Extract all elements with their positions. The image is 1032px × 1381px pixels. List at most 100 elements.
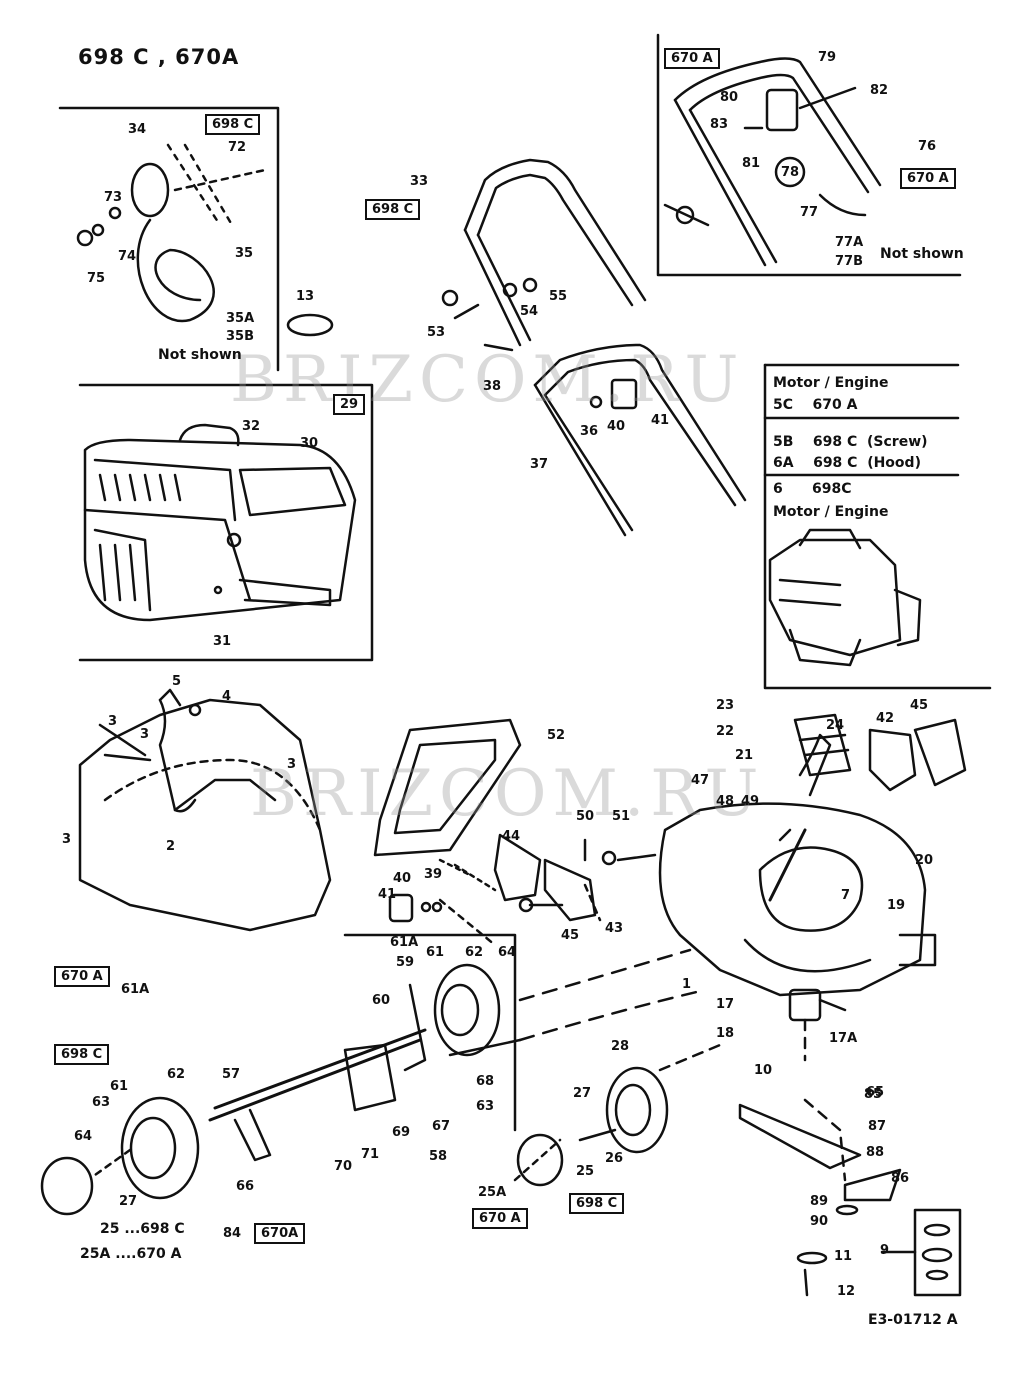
watermark: BRIZCOM.RU — [250, 757, 765, 831]
engine-table-row: 5C 670 A — [773, 397, 858, 413]
part-callout: 54 — [520, 304, 539, 319]
part-callout: 57 — [222, 1067, 241, 1082]
part-callout: 40 — [607, 419, 626, 434]
section-label-670a-wheel: 670 A — [54, 966, 110, 987]
part-callout: 84 — [223, 1226, 242, 1241]
part-callout: 83 — [710, 117, 729, 132]
section-label-698c-front: 698 C — [569, 1193, 625, 1214]
engine-table-row: 6 698C — [773, 481, 852, 497]
part-callout: 19 — [887, 898, 906, 913]
part-callout: 21 — [735, 748, 754, 763]
part-callout: 13 — [296, 289, 315, 304]
part-callout: 53 — [427, 325, 446, 340]
part-callout: 89 — [810, 1194, 829, 1209]
part-callout: 68 — [476, 1074, 495, 1089]
part-callout: 18 — [716, 1026, 735, 1041]
part-callout: 66 — [236, 1179, 255, 1194]
part-callout: 27 — [573, 1086, 592, 1101]
part-callout: 71 — [361, 1147, 380, 1162]
part-callout: 4 — [222, 689, 232, 704]
inset-frame-wheel — [343, 933, 517, 1132]
part-callout: 55 — [549, 289, 568, 304]
section-label-670a-inset: 670 A — [664, 48, 720, 69]
part-callout: 76 — [918, 139, 937, 154]
part-callout: 27 — [119, 1194, 138, 1209]
part-callout: 34 — [128, 122, 147, 137]
part-callout: 61A — [390, 935, 419, 950]
part-callout: 86 — [891, 1171, 910, 1186]
wheel-note-25: 25 ...698 C — [100, 1221, 185, 1237]
part-callout: 1 — [682, 977, 692, 992]
part-callout: 80 — [720, 90, 739, 105]
part-callout: 17 — [716, 997, 735, 1012]
section-label-698c-handle: 698 C — [365, 199, 421, 220]
part-callout: 61 — [426, 945, 445, 960]
part-callout: 64 — [498, 945, 517, 960]
part-callout: 63 — [476, 1099, 495, 1114]
part-callout: 10 — [754, 1063, 773, 1078]
part-callout: 33 — [410, 174, 429, 189]
inset-frame-698c — [58, 106, 280, 372]
part-callout: 26 — [605, 1151, 624, 1166]
section-label-670a-front: 670 A — [472, 1208, 528, 1229]
part-callout: 2 — [166, 839, 176, 854]
part-callout: 59 — [396, 955, 415, 970]
section-label-670a-wheel-bottom: 670A — [254, 1223, 306, 1244]
part-callout: 58 — [429, 1149, 448, 1164]
part-callout: 25A — [478, 1185, 507, 1200]
part-callout: 82 — [870, 83, 889, 98]
engine-table-row: 5B 698 C (Screw) — [773, 434, 928, 450]
part-callout: 5 — [172, 674, 182, 689]
section-label-670a-handle: 670 A — [900, 168, 956, 189]
part-callout: 79 — [818, 50, 837, 65]
part-callout: 49 — [741, 794, 760, 809]
part-callout: 43 — [605, 921, 624, 936]
section-label-698c-cable: 698 C — [205, 114, 261, 135]
part-callout: 44 — [502, 829, 521, 844]
part-callout: 73 — [104, 190, 123, 205]
part-callout: 12 — [837, 1284, 856, 1299]
part-callout: 35 — [235, 246, 254, 261]
part-callout: 25 — [576, 1164, 595, 1179]
part-callout: 23 — [716, 698, 735, 713]
inset-frame-670a — [656, 33, 962, 277]
engine-table-row: 6A 698 C (Hood) — [773, 455, 921, 471]
part-callout: 77A — [835, 235, 864, 250]
part-callout: 70 — [334, 1159, 353, 1174]
note-not-shown-35: Not shown — [158, 347, 242, 363]
section-label-698c-wheel: 698 C — [54, 1044, 110, 1065]
part-callout: 3 — [108, 714, 118, 729]
part-callout: 45 — [561, 928, 580, 943]
engine-table-heading: Motor / Engine — [773, 504, 889, 520]
part-callout: 32 — [242, 419, 261, 434]
part-callout: 88 — [866, 1145, 885, 1160]
part-callout: 47 — [691, 773, 710, 788]
part-callout: 41 — [651, 413, 670, 428]
drawing-number: E3-01712 A — [868, 1312, 958, 1328]
part-callout: 48 — [716, 794, 735, 809]
part-callout: 41 — [378, 887, 397, 902]
part-callout: 28 — [611, 1039, 630, 1054]
part-callout: 40 — [393, 871, 412, 886]
part-callout: 51 — [612, 809, 631, 824]
part-callout: 3 — [140, 727, 150, 742]
part-callout: 3 — [62, 832, 72, 847]
wheel-note-25a: 25A ....670 A — [80, 1246, 182, 1262]
part-callout: 7 — [841, 888, 851, 903]
part-callout: 72 — [228, 140, 247, 155]
inset-frame-engine — [763, 363, 992, 690]
part-callout: 50 — [576, 809, 595, 824]
part-callout: 62 — [167, 1067, 186, 1082]
part-callout: 77B — [835, 254, 863, 269]
part-callout: 36 — [580, 424, 599, 439]
part-callout: 62 — [465, 945, 484, 960]
note-not-shown-77: Not shown — [880, 246, 964, 262]
part-callout: 35A — [226, 311, 255, 326]
part-callout: 38 — [483, 379, 502, 394]
part-callout: 60 — [372, 993, 391, 1008]
part-callout: 61A — [121, 982, 150, 997]
part-callout: 39 — [424, 867, 443, 882]
part-callout: 9 — [880, 1243, 890, 1258]
